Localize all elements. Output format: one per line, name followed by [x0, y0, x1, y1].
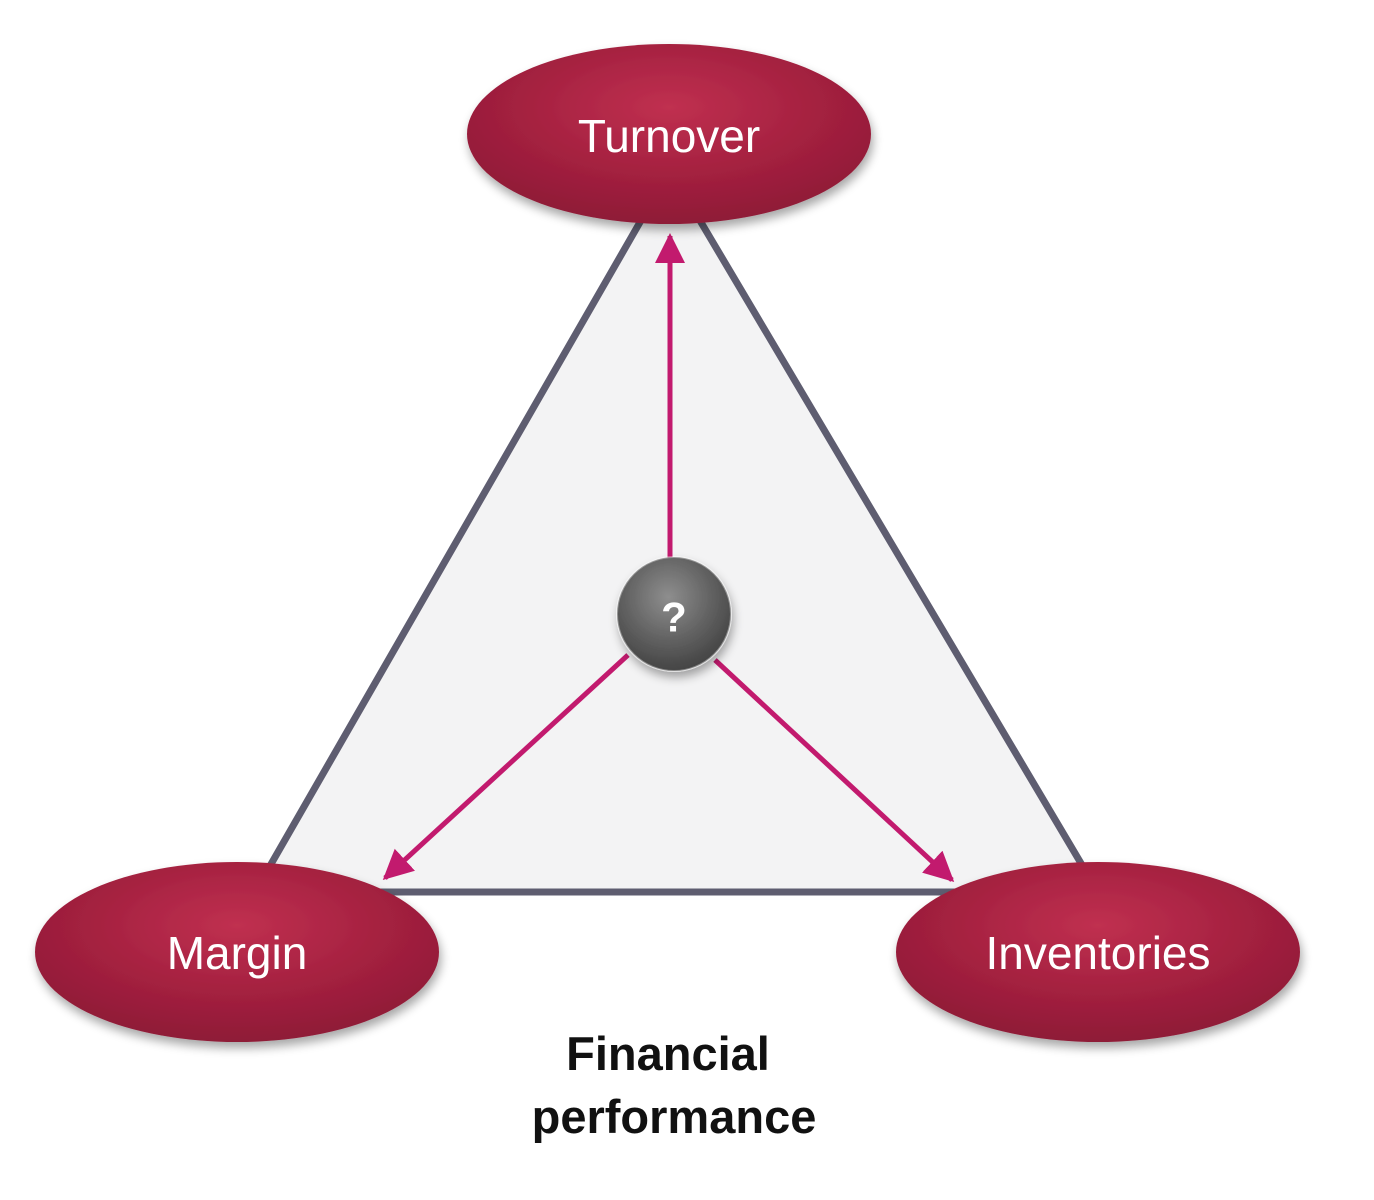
triangle-frame: [251, 166, 1102, 896]
arrow-to-margin: [382, 653, 630, 881]
caption-line-2: performance: [532, 1090, 817, 1143]
turnover-label: Turnover: [578, 110, 760, 162]
arrow-to-inventories: [713, 658, 955, 883]
inventories-label: Inventories: [985, 927, 1210, 979]
caption-line-1: Financial: [566, 1027, 770, 1080]
margin-node: [35, 862, 439, 1042]
center-question-node: [616, 556, 732, 672]
margin-label: Margin: [167, 927, 308, 979]
center-question-label: ?: [661, 594, 687, 641]
inventories-node: [896, 862, 1300, 1042]
turnover-node: [467, 44, 871, 224]
